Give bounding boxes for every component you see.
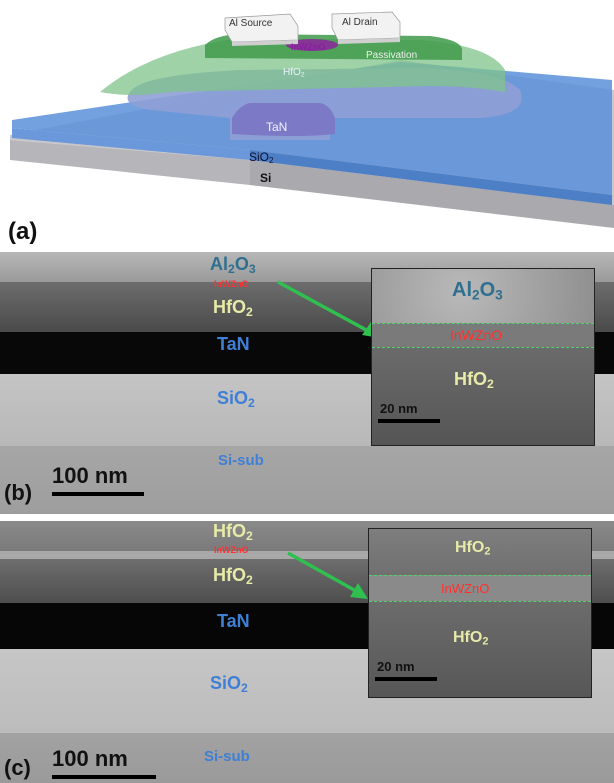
- inset-c-inwzno-region: [369, 575, 591, 601]
- inwzno-tem-label: InWZnO: [214, 279, 249, 289]
- hfo2-tem-label: HfO2: [213, 297, 253, 320]
- inset-al2o3-label: Al2O3: [452, 279, 503, 303]
- si-schematic-label: Si: [260, 171, 272, 185]
- inset-c-scale-bar: [375, 677, 437, 681]
- inset-bottom-interface-line: [372, 347, 594, 348]
- passivation-label: Passivation: [366, 50, 418, 61]
- inset-c-top-interface-line: [369, 575, 591, 576]
- sio2-tem-label-c: SiO2: [210, 673, 248, 696]
- inset-top-interface-line: [372, 323, 594, 324]
- tan-schematic-label: TaN: [266, 120, 288, 134]
- tan-gate: [232, 103, 335, 136]
- panel-c-tem: HfO2 InWZnO HfO2 TaN SiO2 Si-sub HfO2 In…: [0, 521, 614, 783]
- si-sub-tem-label-c: Si-sub: [204, 748, 250, 765]
- inwzno-tem-label-c: InWZnO: [214, 545, 249, 555]
- inwzno-label: InWZnO: [291, 42, 326, 52]
- inwzno-band: [0, 551, 614, 559]
- si-sub-tem-label: Si-sub: [218, 452, 264, 469]
- device-schematic-figure: [10, 11, 614, 228]
- hfo2-schematic-label: HfO2: [283, 67, 305, 79]
- inset-hfo2-label: HfO2: [454, 369, 494, 392]
- si-sub-band: [0, 446, 614, 514]
- inset-scale-bar: [378, 419, 440, 423]
- panel-c-scale-label: 100 nm: [52, 746, 128, 771]
- panel-a-schematic: Al Source Al Drain InWZnO Passivation Hf…: [0, 0, 614, 250]
- top-hfo2-label-c: HfO2: [213, 521, 253, 544]
- panel-c-inset: HfO2 InWZnO HfO2 20 nm: [368, 528, 592, 698]
- sio2-tem-label: SiO2: [217, 388, 255, 411]
- inset-c-hfo2-region: [369, 601, 591, 697]
- inset-scale-label: 20 nm: [380, 401, 418, 416]
- sio2-side: [12, 128, 250, 160]
- panel-b-scale-label: 100 nm: [52, 463, 128, 488]
- si-sub-band-c: [0, 733, 614, 783]
- panel-c-scale-bar: [52, 775, 156, 779]
- inset-c-hfo2-label: HfO2: [453, 629, 489, 648]
- al-source-label: Al Source: [229, 18, 273, 29]
- panel-b-label: (b): [4, 480, 33, 505]
- panel-a-label: (a): [8, 218, 38, 245]
- panel-b-scale-bar: [52, 492, 144, 496]
- hfo2-tem-label-c: HfO2: [213, 565, 253, 588]
- inset-al2o3-region: [372, 269, 594, 323]
- inset-c-top-hfo2-label: HfO2: [455, 539, 491, 558]
- tan-tem-label: TaN: [217, 334, 250, 354]
- sio2-front: [250, 150, 612, 205]
- al-drain-label: Al Drain: [342, 17, 378, 28]
- inwzno-channel-spot: [286, 39, 338, 51]
- sio2-schematic-label: SiO2: [249, 150, 274, 166]
- inset-c-bottom-interface-line: [369, 601, 591, 602]
- pointer-arrow-c: [287, 551, 368, 599]
- si-substrate-front: [250, 160, 614, 228]
- al2o3-label: Al2O3: [210, 254, 256, 277]
- inset-inwzno-label: InWZnO: [450, 327, 503, 343]
- inset-hfo2-region: [372, 347, 594, 445]
- tan-tem-label-c: TaN: [217, 611, 250, 631]
- panel-c-label: (c): [4, 755, 31, 780]
- panel-b-tem: Al2O3 InWZnO HfO2 TaN SiO2 Si-sub Al2O3 …: [0, 252, 614, 514]
- inset-c-top-hfo2-region: [369, 529, 591, 575]
- inset-c-inwzno-label: InWZnO: [441, 581, 490, 596]
- panel-b-inset: Al2O3 InWZnO HfO2 20 nm: [371, 268, 595, 446]
- inset-inwzno-region: [372, 323, 594, 347]
- inset-c-scale-label: 20 nm: [377, 659, 415, 674]
- si-substrate-side: [10, 140, 250, 185]
